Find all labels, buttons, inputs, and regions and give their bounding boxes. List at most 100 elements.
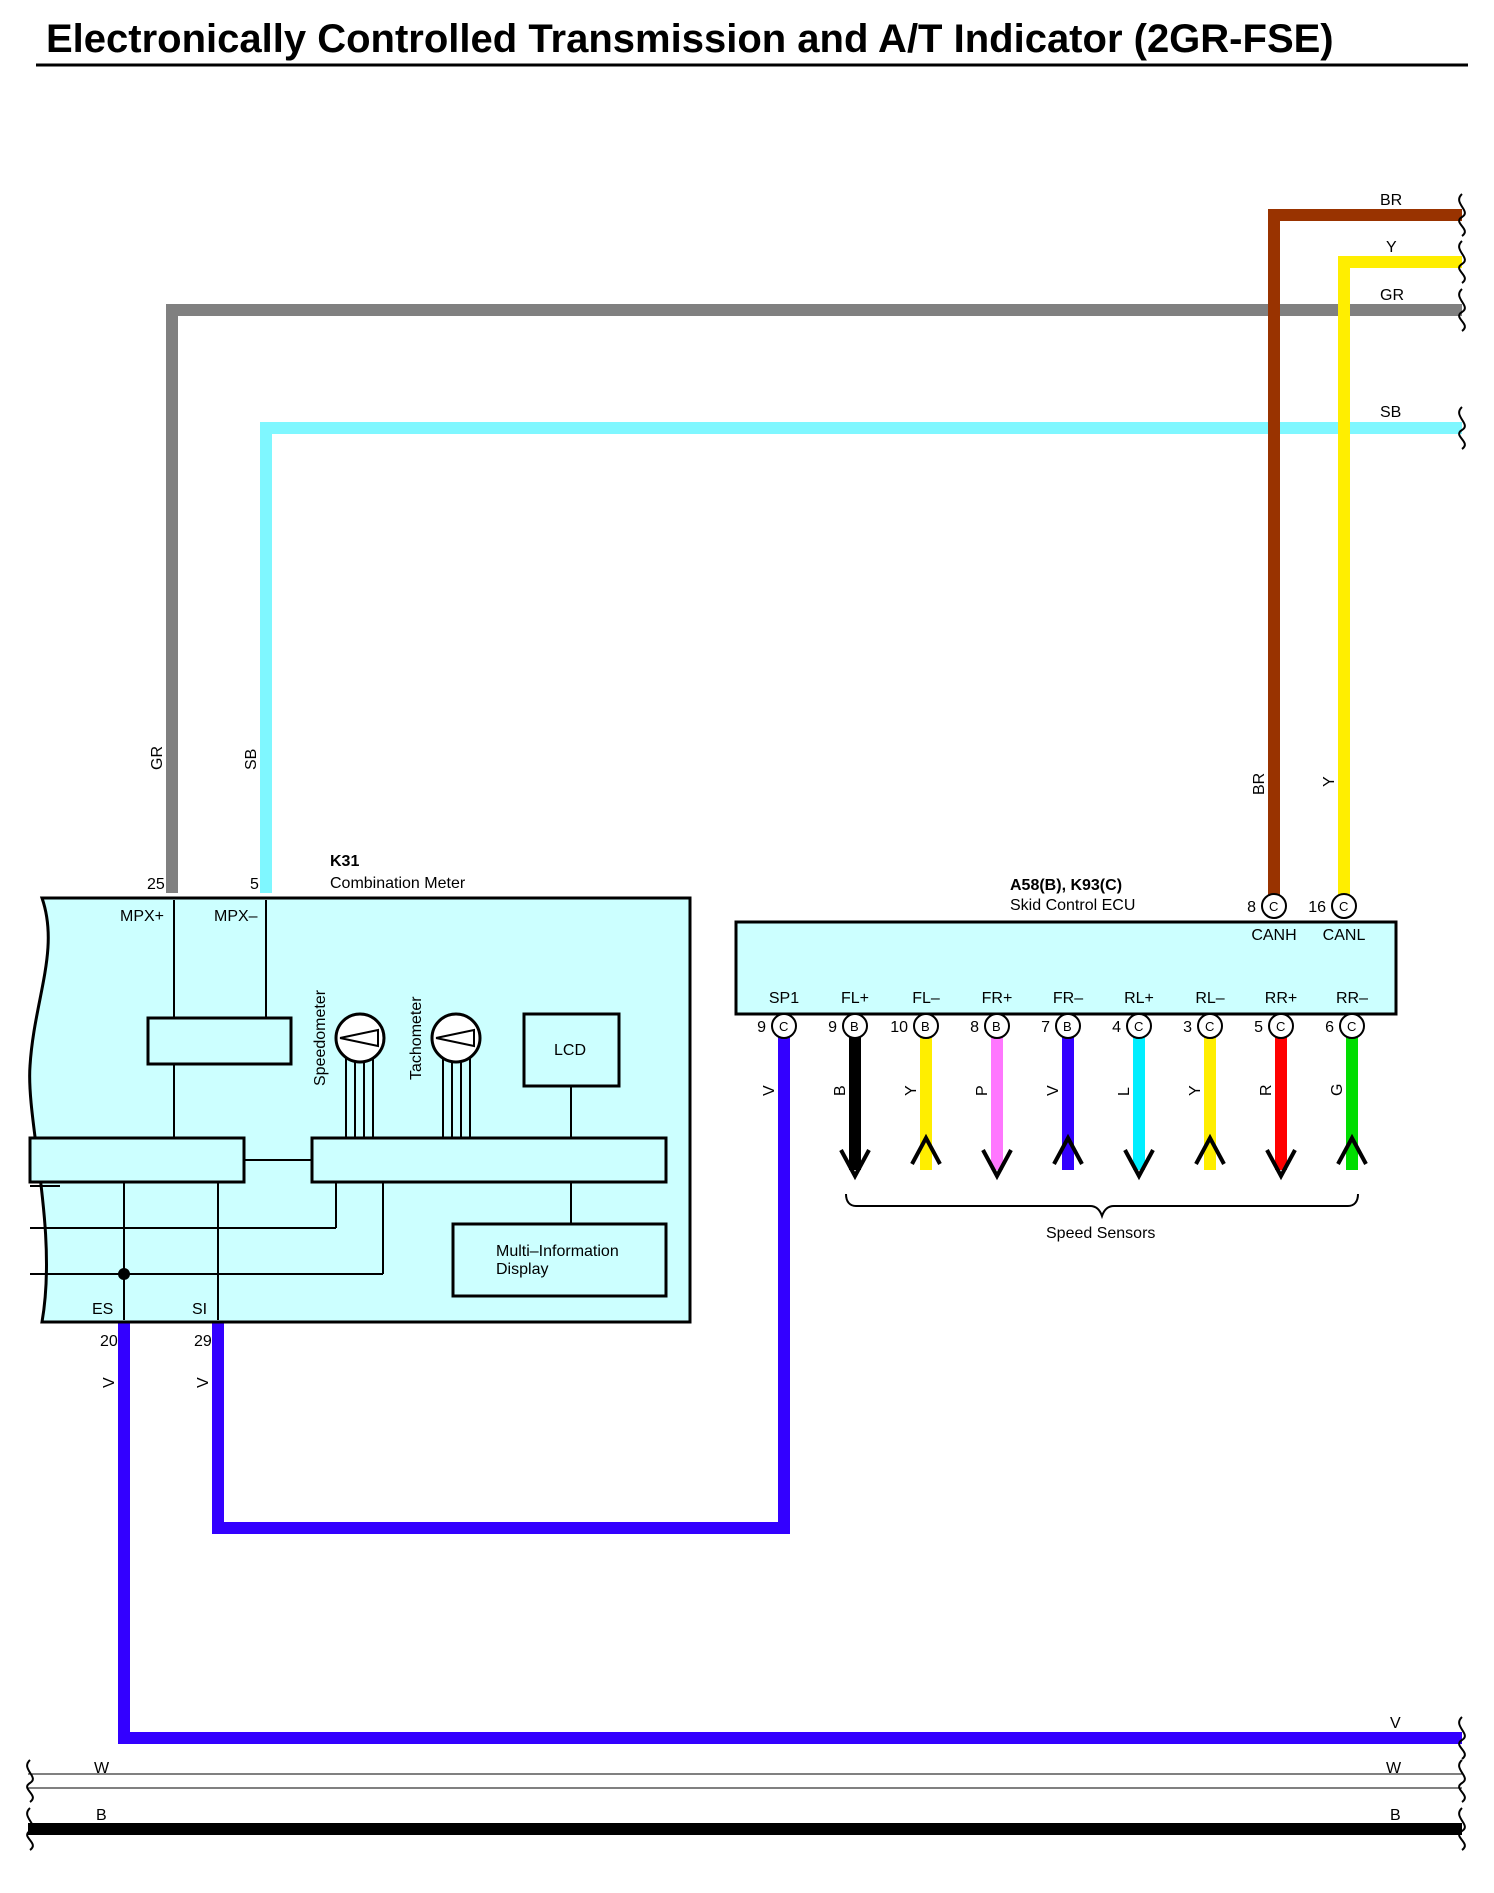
junction-dot xyxy=(118,1268,130,1280)
wire-label-gr-vertical: GR xyxy=(149,746,166,770)
pin-number-rl-minus: 3 xyxy=(1183,1019,1192,1036)
mid-label-line2: Display xyxy=(496,1261,548,1278)
speed-sensors-label: Speed Sensors xyxy=(1046,1225,1155,1242)
pin-number-20: 20 xyxy=(100,1333,118,1350)
meter-internal-lines xyxy=(30,900,572,1320)
wire-sb xyxy=(260,422,1462,893)
wire-labels: BR Y GR SB V W W B B GR SB BR Y V V xyxy=(94,192,1404,1824)
wire-br xyxy=(1268,209,1462,895)
lcd-block xyxy=(522,1012,621,1088)
combination-meter-box xyxy=(28,896,692,1324)
connector-canh xyxy=(1261,893,1287,919)
pin-number-fr-plus: 8 xyxy=(970,1019,979,1036)
connector-letter-sp1: C xyxy=(779,1019,788,1034)
connector-fr-plus xyxy=(984,1013,1010,1039)
tachometer-gauge-icon xyxy=(430,1012,482,1064)
skid-control-ecu: A58(B), K93(C) Skid Control ECU C8CANHC1… xyxy=(734,877,1398,1242)
connector-letter-rr-plus: C xyxy=(1276,1019,1285,1034)
wire-v-es xyxy=(118,1320,1462,1744)
wire-code-sp1: V xyxy=(761,1085,778,1096)
connector-letter-fr-minus: B xyxy=(1063,1019,1072,1034)
wire-label-v-end: V xyxy=(1390,1715,1401,1732)
wire-label-gr-end: GR xyxy=(1380,287,1404,304)
pin-number-sp1: 9 xyxy=(757,1019,766,1036)
pin-name-rr-minus: RR– xyxy=(1336,990,1368,1007)
arrow-down-rr-plus xyxy=(1265,1149,1297,1181)
connector-sp1 xyxy=(771,1013,797,1039)
wire-break-left-1 xyxy=(26,1807,34,1851)
arrow-down-rl-plus xyxy=(1123,1149,1155,1181)
pin-number-5: 5 xyxy=(250,876,259,893)
skid-ecu-bottom-pins: SP1C9VFL+B9BFL–B10YFR+B8PFR–B7VRL+C4LRL–… xyxy=(757,990,1368,1181)
connector-letter-fl-plus: B xyxy=(850,1019,859,1034)
arrow-up-fl-minus xyxy=(910,1133,942,1165)
pin-number-25: 25 xyxy=(147,876,165,893)
mid-label-line1: Multi–Information xyxy=(496,1243,619,1260)
skid-ecu-code: A58(B), K93(C) xyxy=(1010,877,1122,894)
pin-name-fl-minus: FL– xyxy=(912,990,940,1007)
wire-code-rr-minus: G xyxy=(1329,1084,1346,1096)
skid-ecu-name: Skid Control ECU xyxy=(1010,897,1135,914)
pin-number-rr-plus: 5 xyxy=(1254,1019,1263,1036)
wire-code-rr-plus: R xyxy=(1258,1084,1275,1096)
pin-number-fl-minus: 10 xyxy=(890,1019,908,1036)
wire-label-br-vertical: BR xyxy=(1251,773,1268,795)
lcd-label: LCD xyxy=(554,1042,586,1059)
connector-fl-minus xyxy=(913,1013,939,1039)
mpx-interface-block xyxy=(146,1016,293,1066)
connector-letter-rr-minus: C xyxy=(1347,1019,1356,1034)
connector-letter-fr-plus: B xyxy=(992,1019,1001,1034)
wire-code-fr-minus: V xyxy=(1045,1085,1062,1096)
wire-code-rl-minus: Y xyxy=(1187,1085,1204,1096)
pin-number-fl-plus: 9 xyxy=(828,1019,837,1036)
pin-name-fl-plus: FL+ xyxy=(841,990,869,1007)
arrow-down-fr-plus xyxy=(981,1149,1013,1181)
connector-rl-plus xyxy=(1126,1013,1152,1039)
connector-letter-rl-minus: C xyxy=(1205,1019,1214,1034)
pin-number-canh: 8 xyxy=(1247,899,1256,916)
combination-meter: K31 Combination Meter 25 5 MPX+ MPX– ES … xyxy=(28,853,692,1350)
wire-break-left-0 xyxy=(26,1759,34,1803)
pin-number-rl-plus: 4 xyxy=(1112,1019,1121,1036)
pin-number-29: 29 xyxy=(194,1333,212,1350)
pin-name-sp1: SP1 xyxy=(769,990,799,1007)
connector-rr-plus xyxy=(1268,1013,1294,1039)
connector-letter-fl-minus: B xyxy=(921,1019,930,1034)
wire-label-b-end: B xyxy=(1390,1807,1401,1824)
wire-label-sb-end: SB xyxy=(1380,404,1401,421)
speedometer-label: Speedometer xyxy=(312,989,329,1086)
wire-break-right-3 xyxy=(1458,406,1466,450)
wire-code-rl-plus: L xyxy=(1116,1087,1133,1096)
connector-letter-canh: C xyxy=(1269,899,1278,914)
wire-label-v-si: V xyxy=(195,1377,212,1388)
wire-code-fl-plus: B xyxy=(832,1085,849,1096)
connector-fl-plus xyxy=(842,1013,868,1039)
combination-meter-code: K31 xyxy=(330,853,359,870)
tachometer-label: Tachometer xyxy=(408,996,425,1080)
wire-label-sb-vertical: SB xyxy=(243,749,260,770)
wire-break-right-5 xyxy=(1458,1759,1466,1803)
page-title: Electronically Controlled Transmission a… xyxy=(46,17,1334,61)
wire-break-right-2 xyxy=(1458,288,1466,332)
wire-break-right-1 xyxy=(1458,240,1466,284)
connector-rl-minus xyxy=(1197,1013,1223,1039)
wire-code-fr-plus: P xyxy=(974,1085,991,1096)
pin-name-es: ES xyxy=(92,1301,113,1318)
pin-name-rr-plus: RR+ xyxy=(1265,990,1297,1007)
wire-code-fl-minus: Y xyxy=(903,1085,920,1096)
wire-label-w-start: W xyxy=(94,1760,110,1777)
speedometer-gauge-icon xyxy=(334,1012,386,1064)
connector-letter-canl: C xyxy=(1339,899,1348,914)
connector-canl xyxy=(1331,893,1357,919)
wire-break-right-0 xyxy=(1458,193,1466,237)
pin-number-fr-minus: 7 xyxy=(1041,1019,1050,1036)
wire-label-b-start: B xyxy=(96,1807,107,1824)
pin-name-fr-plus: FR+ xyxy=(982,990,1013,1007)
pin-name-rl-minus: RL– xyxy=(1195,990,1224,1007)
wire-gr xyxy=(166,304,1462,893)
multi-information-display-block xyxy=(451,1222,668,1298)
connector-fr-minus xyxy=(1055,1013,1081,1039)
pin-name-canl: CANL xyxy=(1323,927,1366,944)
